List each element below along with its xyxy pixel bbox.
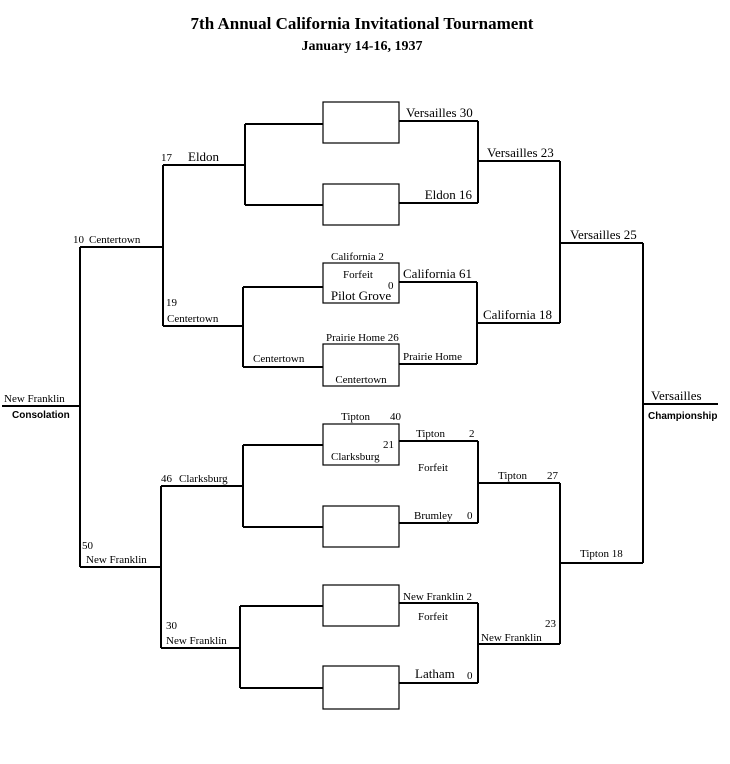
consolation-label: Consolation <box>12 410 70 421</box>
game-box <box>322 665 400 710</box>
game-box <box>322 101 400 144</box>
game-box <box>322 343 400 387</box>
team-clarksburg: Clarksburg <box>179 473 228 485</box>
team-centertown-r1: Centertown <box>253 353 305 365</box>
team-centertown: Centertown <box>89 234 141 246</box>
score-tipton-r1: 2 <box>469 428 475 440</box>
team-latham: Latham <box>415 666 455 681</box>
seed-centertown: 10 <box>73 234 85 246</box>
box-team-tipton: Tipton <box>341 411 370 423</box>
team-eldon: Eldon <box>188 149 220 164</box>
box-team-california: California 2 <box>331 251 384 263</box>
team-new-franklin-r2-right: New Franklin <box>481 632 542 644</box>
team-tipton-r2: Tipton <box>498 470 527 482</box>
box-team-centertown: Centertown <box>335 374 387 386</box>
box-score-tipton: 40 <box>390 411 402 423</box>
seed-eldon: 17 <box>161 152 173 164</box>
box-score-clarksburg: 21 <box>383 439 394 451</box>
forfeit-label-mid: Forfeit <box>418 462 448 474</box>
champion-name: Versailles <box>651 388 702 403</box>
game-boxes <box>322 101 400 710</box>
team-brumley: Brumley <box>414 510 453 522</box>
team-tipton-r1: Tipton <box>416 428 445 440</box>
team-new-franklin: New Franklin <box>86 554 147 566</box>
team-centertown-r2: Centertown <box>167 313 219 325</box>
team-versailles-r2: Versailles 23 <box>487 145 554 160</box>
consolation-winner: New Franklin <box>4 393 65 405</box>
seed-centertown-r2: 19 <box>166 297 178 309</box>
team-versailles-r1: Versailles 30 <box>406 105 473 120</box>
score-pilot-grove: 0 <box>388 280 394 292</box>
tournament-title: 7th Annual California Invitational Tourn… <box>191 14 534 33</box>
team-new-franklin-r2: New Franklin <box>166 635 227 647</box>
team-california-r2: California 18 <box>483 307 552 322</box>
team-new-franklin-box: New Franklin 2 <box>403 591 472 603</box>
box-team-pilot-grove: Pilot Grove <box>331 288 392 303</box>
seed-clarksburg: 46 <box>161 473 173 485</box>
score-new-franklin-r2: 23 <box>545 618 557 630</box>
score-tipton-r2: 27 <box>547 470 559 482</box>
bracket-lines <box>2 120 718 689</box>
team-prairie-home: Prairie Home <box>403 351 462 363</box>
box-team-clarksburg: Clarksburg <box>331 451 380 463</box>
team-california-r1: California 61 <box>403 266 472 281</box>
game-box <box>322 423 400 466</box>
tournament-dates: January 14-16, 1937 <box>302 39 423 54</box>
seed-new-franklin: 50 <box>82 540 94 552</box>
game-box <box>322 262 400 304</box>
forfeit-label-top: Forfeit <box>343 269 373 281</box>
team-versailles-r3: Versailles 25 <box>570 227 637 242</box>
box-team-prairie-home: Prairie Home 26 <box>326 332 399 344</box>
score-latham: 0 <box>467 670 473 682</box>
seed-new-franklin-r2: 30 <box>166 620 178 632</box>
game-box <box>322 584 400 627</box>
team-tipton-r3: Tipton 18 <box>580 548 623 560</box>
team-eldon-r1: Eldon 16 <box>425 187 473 202</box>
score-brumley: 0 <box>467 510 473 522</box>
game-box <box>322 183 400 226</box>
game-box <box>322 505 400 548</box>
forfeit-label-bottom: Forfeit <box>418 611 448 623</box>
championship-label: Championship <box>648 411 717 422</box>
